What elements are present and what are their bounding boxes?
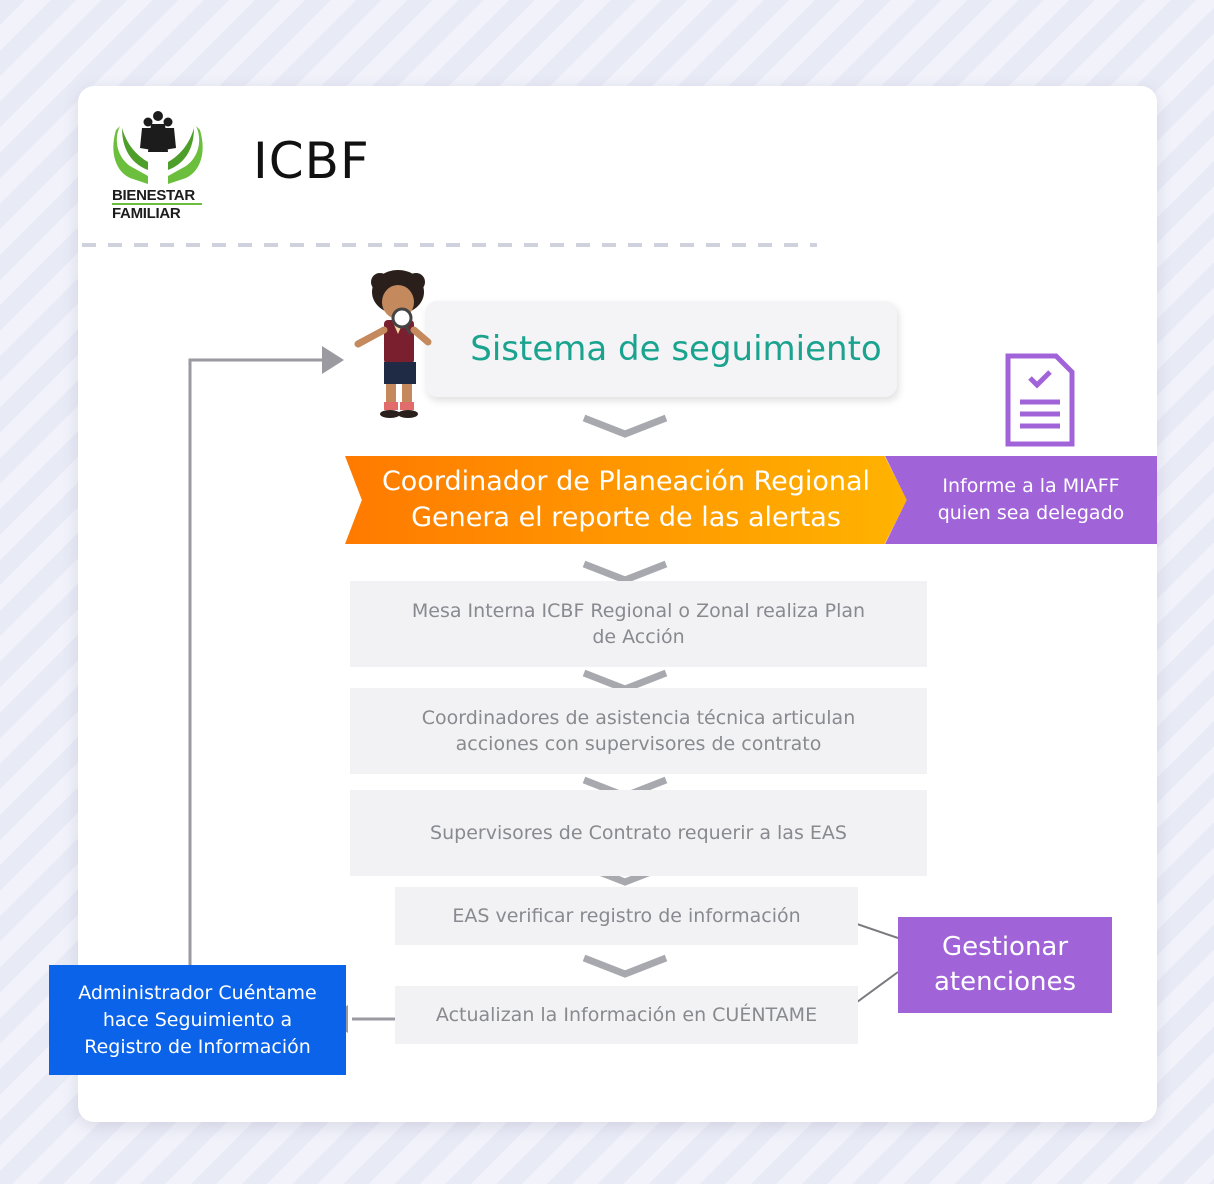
step-coordinadores-line2: acciones con supervisores de contrato — [455, 733, 822, 755]
step-actualizan: Actualizan la Información en CUÉNTAME — [395, 986, 858, 1044]
step-coordinadores: Coordinadores de asistencia técnica arti… — [350, 688, 927, 774]
coordinator-banner: Coordinador de Planeación Regional Gener… — [345, 456, 907, 544]
manage-line2: atenciones — [933, 967, 1077, 997]
header-divider — [82, 243, 817, 247]
logo-text-line2: FAMILIAR — [112, 205, 181, 222]
step-mesa-line1: Mesa Interna ICBF Regional o Zonal reali… — [411, 600, 866, 622]
step-eas-text: EAS verificar registro de información — [452, 905, 801, 927]
chevron-down-icon — [582, 954, 668, 978]
admin-line3: Registro de Información — [84, 1035, 311, 1058]
step-supervisores-text: Supervisores de Contrato requerir a las … — [430, 822, 847, 844]
coordinator-line1: Coordinador de Planeación Regional — [381, 466, 871, 497]
admin-line1: Administrador Cuéntame — [78, 981, 317, 1004]
coordinator-line2: Genera el reporte de las alertas — [411, 502, 841, 533]
step-eas-verificar: EAS verificar registro de información — [395, 887, 858, 945]
manage-attentions-box: Gestionar atenciones — [898, 917, 1112, 1013]
logo-divider — [112, 203, 202, 205]
logo-text-line1: BIENESTAR — [112, 187, 195, 204]
brand-title: ICBF — [253, 132, 370, 190]
step-actualizan-text: Actualizan la Información en CUÉNTAME — [435, 1004, 818, 1026]
tracking-system-title: Sistema de seguimiento — [470, 329, 882, 369]
manage-line1: Gestionar — [941, 932, 1069, 962]
step-mesa-line2: de Acción — [592, 626, 685, 648]
admin-line2: hace Seguimiento a — [102, 1008, 293, 1031]
chevron-down-icon — [582, 414, 668, 438]
step-coordinadores-line1: Coordinadores de asistencia técnica arti… — [421, 707, 856, 729]
tracking-system-box: Sistema de seguimiento — [425, 301, 897, 397]
report-label: Informe a la MIAFF quien sea delegado — [885, 456, 1157, 544]
document-check-icon — [1005, 353, 1075, 447]
step-supervisores: Supervisores de Contrato requerir a las … — [350, 790, 927, 876]
admin-cuentame-box: Administrador Cuéntame hace Seguimiento … — [49, 965, 346, 1075]
person-with-magnifier-icon — [354, 270, 432, 418]
icbf-logo-icon — [113, 111, 203, 184]
chevron-down-icon — [582, 560, 668, 584]
report-line1: Informe a la MIAFF — [942, 475, 1120, 497]
report-line2: quien sea delegado — [937, 502, 1125, 524]
step-mesa-interna: Mesa Interna ICBF Regional o Zonal reali… — [350, 581, 927, 667]
